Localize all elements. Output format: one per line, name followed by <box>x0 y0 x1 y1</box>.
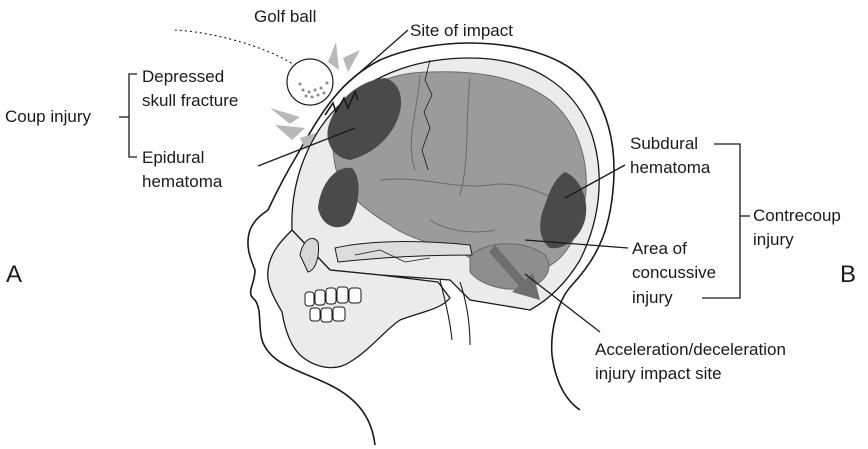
panel-b-label: B <box>840 261 856 288</box>
subdural-label-1: Subdural <box>630 134 698 153</box>
accel-label-1: Acceleration/deceleration <box>595 340 786 359</box>
depressed-fracture-label-1: Depressed <box>142 67 224 86</box>
accel-label-2: injury impact site <box>595 364 722 383</box>
coup-injury-label: Coup injury <box>5 107 91 126</box>
contrecoup-label-2: injury <box>753 230 794 249</box>
golf-ball-label: Golf ball <box>254 7 316 26</box>
subdural-label-2: hematoma <box>630 158 711 177</box>
epidural-label-2: hematoma <box>142 172 223 191</box>
epidural-label-1: Epidural <box>142 148 204 167</box>
concussive-label-3: injury <box>632 288 673 307</box>
ball-trajectory <box>175 30 293 64</box>
concussive-label-2: concussive <box>632 263 716 282</box>
concussive-label-1: Area of <box>632 239 687 258</box>
depressed-fracture-label-2: skull fracture <box>142 91 238 110</box>
contrecoup-label-1: Contrecoup <box>753 206 841 225</box>
site-of-impact-label: Site of impact <box>410 21 513 40</box>
panel-a-label: A <box>6 261 22 288</box>
